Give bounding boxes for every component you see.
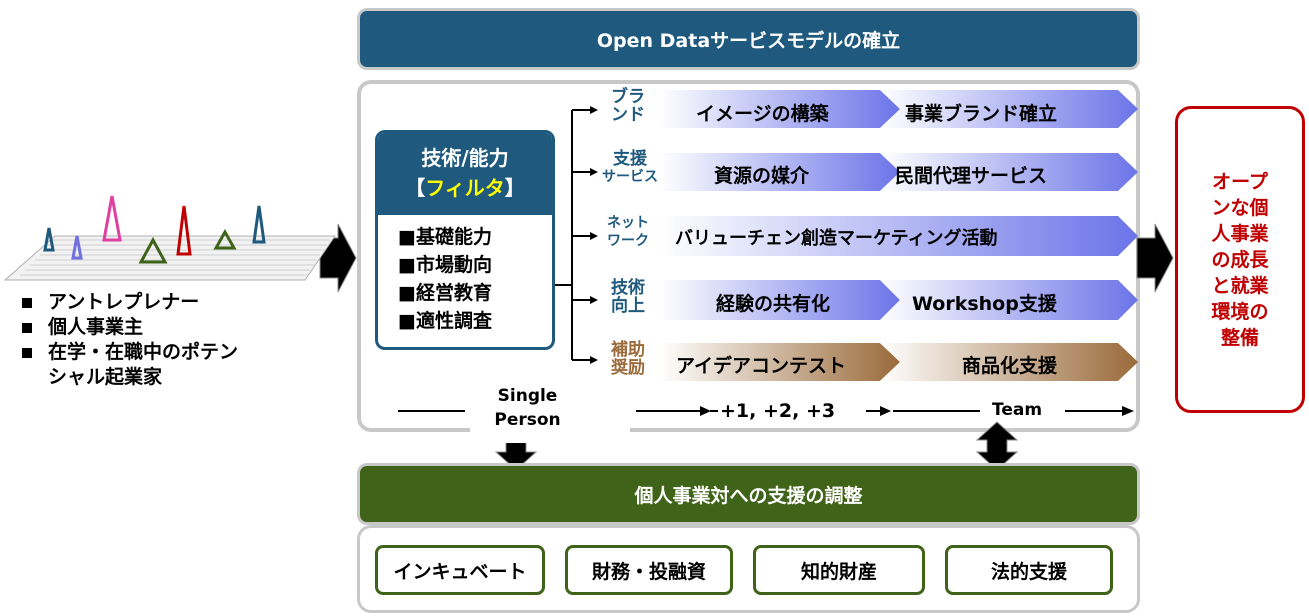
band-label: Workshop支援 [912, 293, 1057, 315]
band-row-brand [660, 90, 1138, 128]
band-row-subsidy [660, 343, 1138, 381]
support-box-finance: 財務・投融資 [565, 545, 733, 595]
filter-title: 技術/能力 [421, 146, 509, 170]
category-brand: ブランド [611, 87, 645, 125]
filter-item: ■市場動向 [398, 254, 492, 276]
single-person-mask [470, 383, 630, 443]
bottom-banner: 個人事業対への支援の調整 [357, 463, 1140, 525]
band-row-service [660, 153, 1138, 191]
category-tech: 技術向上 [611, 278, 645, 316]
support-box-legal: 法的支援 [945, 545, 1113, 595]
filter-item: ■経営教育 [398, 282, 492, 304]
filter-subtitle: 【フィルタ】 [405, 176, 525, 200]
target-list: アントレプレナー 個人事業主 在学・在職中のポテン シャル起業家 [20, 290, 238, 390]
band-label: 民間代理サービス [895, 165, 1048, 187]
support-box-incubate: インキュベート [375, 545, 545, 595]
band-label: アイデアコンテスト [676, 355, 847, 377]
category-service: 支援サービス [602, 149, 658, 185]
skill-filter-box: 技術/能力 【フィルタ】 ■基礎能力 ■市場動向 ■経営教育 ■適性調査 [375, 130, 555, 350]
list-item: 在学・在職中のポテン [20, 340, 238, 365]
goal-box: オープンな個人事業の成長と就業環境の整備 [1175, 106, 1305, 413]
top-banner: Open Dataサービスモデルの確立 [357, 8, 1140, 70]
connector-tree [555, 109, 592, 361]
band-label: 資源の媒介 [714, 165, 810, 187]
arrow-into-frame [319, 223, 357, 293]
category-network: ネットワーク [607, 215, 649, 249]
category-subsidy: 補助奨励 [611, 340, 645, 378]
arrow-to-goal [1136, 223, 1174, 293]
band-label: イメージの構築 [696, 103, 829, 125]
filter-item: ■基礎能力 [398, 226, 492, 248]
support-box-ip: 知的財産 [753, 545, 925, 595]
band-label: 事業ブランド確立 [905, 103, 1058, 125]
list-item-continued: シャル起業家 [48, 366, 163, 388]
band-label: 商品化支援 [962, 355, 1058, 377]
people-illustration [3, 195, 336, 281]
list-item: 個人事業主 [20, 315, 238, 340]
filter-item: ■適性調査 [398, 310, 492, 332]
band-label: バリューチェン創造マーケティング活動 [675, 228, 998, 249]
band-row-tech [660, 280, 1138, 320]
filter-header: 技術/能力 【フィルタ】 [378, 133, 552, 215]
band-label: 経験の共有化 [716, 293, 831, 315]
axis-team-label: Team [992, 400, 1043, 420]
axis-mid-label: +1, +2, +3 [720, 400, 836, 422]
list-item: アントレプレナー [20, 290, 238, 315]
band-row-network [660, 216, 1138, 256]
filter-list: ■基礎能力 ■市場動向 ■経営教育 ■適性調査 [378, 215, 552, 335]
